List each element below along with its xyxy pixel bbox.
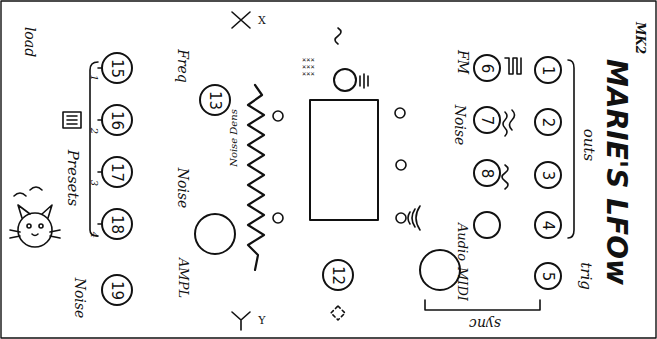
jack-circle: 16 [101,104,133,136]
callout-number: 6 [479,63,494,73]
jack-circle: 18 [101,208,133,240]
jack-circle: 17 [101,156,133,188]
callout-number: 4 [540,220,555,230]
callout-number: 13 [208,90,223,109]
panel-label: Noise [176,168,190,209]
callout-number: 7 [479,115,494,125]
panel-label: 2 [89,128,99,134]
jack-circle: 8 [473,159,501,187]
jack-circle: 6 [473,54,501,82]
jack-circle: 7 [473,106,501,134]
callout-number: 12 [331,265,346,284]
callout-number: 3 [540,170,555,180]
callout-number: 1 [540,65,555,75]
panel-label: Y [258,315,265,326]
module-title: MARIE'S LFOw [602,59,630,285]
jack-circle: 15 [101,52,133,84]
panel-label: trig [578,262,593,290]
callout-number: 8 [479,168,494,178]
jack-circle: 2 [534,108,562,136]
callout-number: 16 [110,110,125,129]
panel-label: load [23,27,37,57]
panel-label: AMPL [177,258,190,298]
callout-number: 15 [110,58,125,77]
callout-number: 18 [110,214,125,233]
panel-label: 1 [89,75,99,81]
jack-circle: 19 [101,274,133,306]
callout-number: 5 [540,271,555,281]
callout-number: 19 [110,280,125,299]
callout-number: 2 [540,117,555,127]
panel-label: Noise [453,105,467,146]
svg-text:×××: ××× [302,70,315,78]
panel-label: 4 [89,232,99,238]
callout-number: 17 [110,162,125,181]
jack-circle: 12 [322,259,354,291]
panel-label: sync [469,317,501,331]
panel-label: FM [456,50,470,74]
panel-label: Freq [176,49,190,83]
panel-label: outs [581,129,596,161]
panel-label: Audio [456,223,469,261]
jack-circle: 1 [534,56,562,84]
panel-label: Noise Dens [229,109,239,167]
panel-label: X [258,15,266,26]
panel-label: Presets [65,150,80,206]
panel-label: MK2 [634,22,646,54]
panel-label: Noise [73,278,87,319]
jack-circle: 5 [534,262,562,290]
jack-circle: 13 [199,84,231,116]
jack-circle: 4 [534,211,562,239]
jack-circle: 3 [534,161,562,189]
panel-label: MIDI [456,267,469,301]
panel-label: 3 [89,180,99,186]
